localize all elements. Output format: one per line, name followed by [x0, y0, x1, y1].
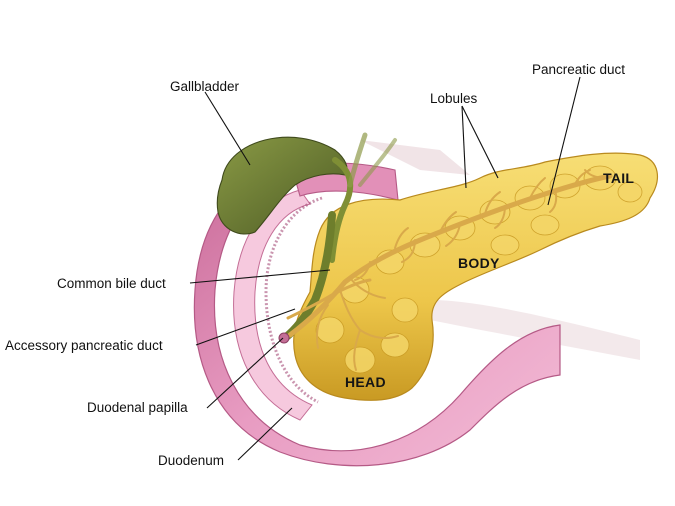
label-tail: TAIL	[603, 170, 634, 186]
duodenum	[193, 159, 561, 467]
label-body: BODY	[458, 255, 500, 271]
hepatic-duct	[347, 132, 368, 188]
duodenal-papilla	[278, 332, 290, 344]
label-accessory-pancreatic-duct: Accessory pancreatic duct	[5, 338, 163, 353]
cystic-duct	[329, 157, 354, 263]
label-lobules: Lobules	[430, 91, 478, 106]
label-gallbladder: Gallbladder	[170, 79, 240, 94]
leader-common-bile-duct	[189, 269, 331, 284]
label-duodenal-papilla: Duodenal papilla	[87, 400, 188, 415]
label-common-bile-duct: Common bile duct	[57, 276, 166, 291]
label-head: HEAD	[345, 374, 386, 390]
duodenum-lumen	[233, 189, 313, 421]
hepatic-duct-2	[358, 138, 397, 187]
gallbladder	[216, 136, 348, 235]
leader-accessory-duct	[195, 308, 296, 346]
label-duodenum: Duodenum	[158, 453, 224, 468]
label-pancreatic-duct: Pancreatic duct	[532, 62, 625, 77]
leader-duodenal-papilla	[206, 337, 284, 409]
vessel-lower	[430, 300, 640, 360]
leader-pancreatic-duct	[547, 76, 581, 206]
leader-gallbladder	[204, 91, 251, 166]
leader-lobules-2	[461, 105, 499, 179]
leader-lobules-1	[461, 105, 467, 189]
leader-duodenum	[237, 407, 293, 461]
duodenum-ridge	[264, 196, 323, 404]
accessory-pancreatic-duct	[286, 278, 372, 320]
